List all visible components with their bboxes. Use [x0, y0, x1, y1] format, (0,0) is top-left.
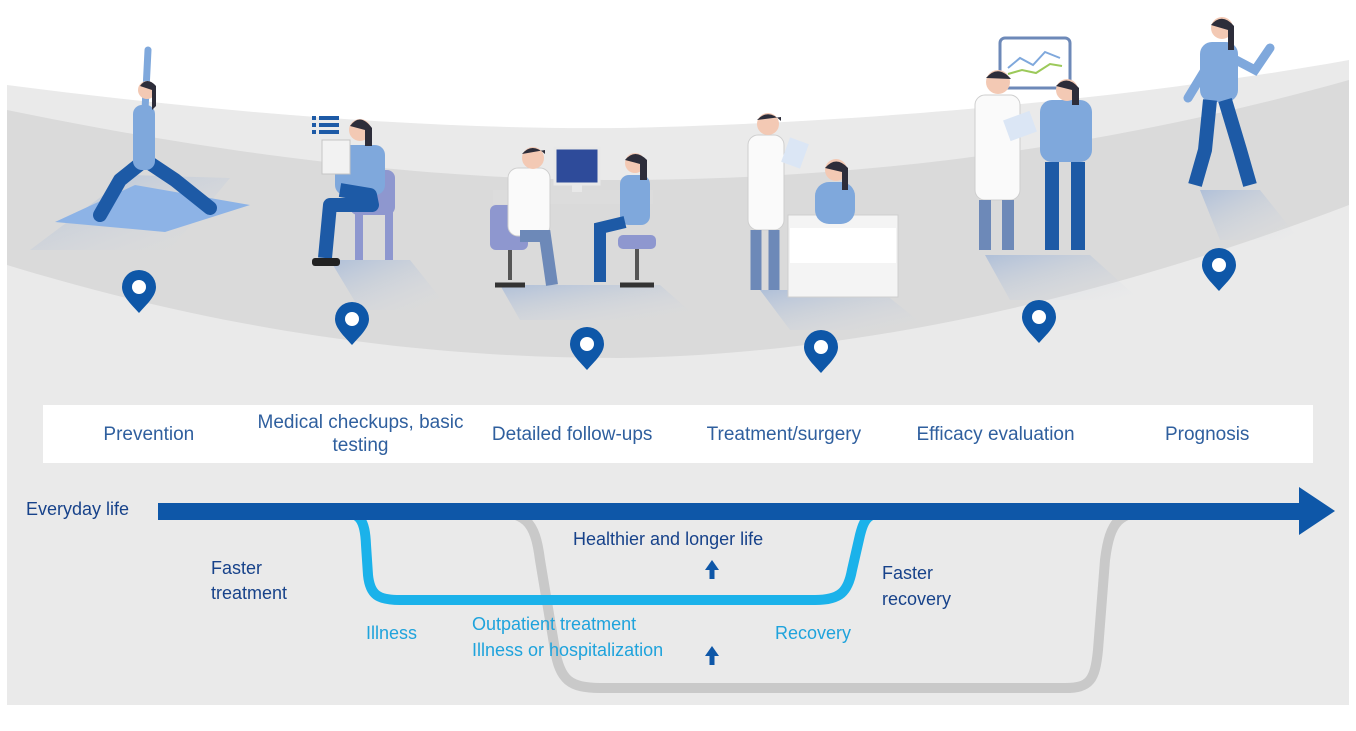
stage-label-treatment: Treatment/surgery: [706, 423, 862, 445]
stage-label-prognosis: Prognosis: [1164, 423, 1250, 445]
location-pin-icon: [1202, 248, 1236, 291]
location-pin-icon: [335, 302, 369, 345]
faster-recovery-label-line1: Faster: [882, 563, 934, 583]
everyday-life-label: Everyday life: [26, 499, 130, 519]
list-icon: [312, 116, 339, 134]
location-pin-icon: [804, 330, 838, 373]
outpatient-treatment-label: Outpatient treatment: [472, 614, 637, 634]
recovery-label: Recovery: [775, 623, 852, 643]
stage-label-efficacy: Efficacy evaluation: [916, 423, 1075, 445]
arrow-up-icon: [705, 560, 719, 579]
checkup-illustration: [312, 116, 450, 310]
everyday-life-arrowhead: [1299, 487, 1335, 535]
follow-up-illustration: [490, 146, 700, 320]
arrow-up-icon: [705, 646, 719, 665]
everyday-life-line: [158, 503, 1301, 520]
location-pin-icon: [570, 327, 604, 370]
illness-label: Illness: [366, 623, 418, 643]
treatment-illustration: [747, 113, 930, 330]
faster-recovery-label-line2: recovery: [882, 589, 952, 609]
stage-label-prevention: Prevention: [103, 423, 195, 445]
healthier-longer-life-label: Healthier and longer life: [573, 529, 764, 549]
hospitalization-path: [489, 507, 1151, 693]
illness-or-hospitalization-label: Illness or hospitalization: [472, 640, 664, 660]
stage-label-follow-ups: Detailed follow-ups: [491, 423, 653, 445]
faster-treatment-label-line1: Faster: [211, 558, 263, 578]
prognosis-illustration: [1183, 17, 1300, 240]
prevention-illustration: [30, 46, 250, 250]
location-pin-icon: [1022, 300, 1056, 343]
stage-labels-bar: Prevention Medical checkups, basic testi…: [43, 405, 1313, 463]
efficacy-illustration: [974, 36, 1140, 300]
faster-treatment-label-line2: treatment: [211, 583, 288, 603]
location-pin-icon: [122, 270, 156, 313]
outpatient-path: [339, 507, 896, 605]
stage-label-checkups: Medical checkups, basic testing: [257, 412, 464, 456]
